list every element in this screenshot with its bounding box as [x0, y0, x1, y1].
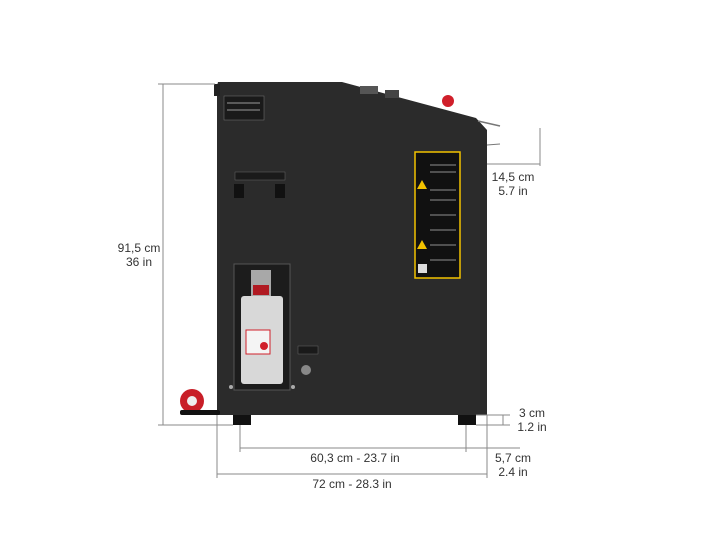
warning-icon	[417, 240, 427, 249]
foot-offset-dimension: 5,7 cm 2.4 in	[488, 451, 538, 479]
top-fitting	[360, 86, 378, 94]
total-length-dimension: 72 cm - 28.3 in	[312, 477, 392, 491]
foot-height-cm: 3 cm	[518, 406, 545, 420]
top-handle	[214, 84, 220, 96]
top-fitting	[385, 90, 399, 98]
foot-height-dimension: 3 cm 1.2 in	[510, 406, 554, 434]
cylinder-label	[245, 329, 271, 355]
foot-offset-in: 2.4 in	[498, 465, 528, 479]
connector	[301, 365, 311, 375]
foot-offset-cm: 5,7 cm	[494, 451, 531, 465]
foot-height-in: 1.2 in	[517, 420, 547, 434]
qr-code	[418, 264, 427, 273]
dimension-lines	[158, 83, 541, 478]
rating-plate	[223, 95, 265, 121]
foot	[233, 415, 251, 425]
top-overhang-dimension: 14,5 cm 5.7 in	[486, 170, 540, 198]
top-overhang-in: 5.7 in	[498, 184, 528, 198]
caster-bracket	[180, 410, 220, 415]
top-overhang-cm: 14,5 cm	[491, 170, 535, 184]
latch	[275, 184, 285, 198]
height-in: 36 in	[125, 255, 153, 269]
connector-label	[297, 345, 319, 355]
emergency-stop-button	[442, 95, 454, 107]
warning-icon	[417, 180, 427, 189]
height-cm: 91,5 cm	[117, 241, 161, 255]
cylinder-cap	[253, 285, 269, 295]
latch-label	[234, 171, 286, 181]
height-dimension: 91,5 cm 36 in	[114, 241, 164, 269]
foot-spacing-dimension: 60,3 cm - 23.7 in	[310, 451, 400, 465]
foot	[458, 415, 476, 425]
latch	[234, 184, 244, 198]
